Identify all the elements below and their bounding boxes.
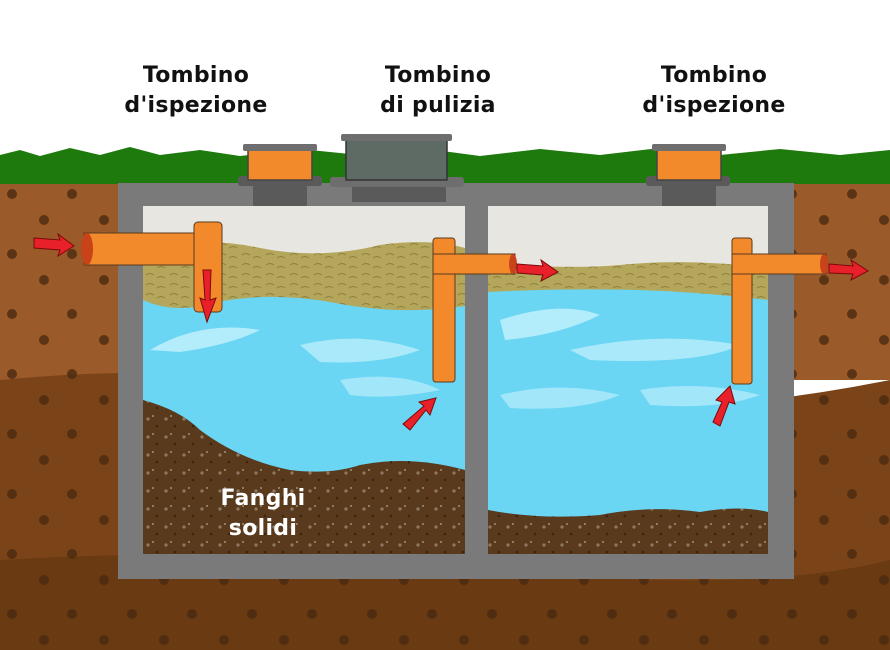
manhole-left <box>238 144 322 206</box>
label-line: d'ispezione <box>124 93 268 118</box>
label-line: Tombino <box>142 63 250 88</box>
flow-arrow-icon <box>828 258 869 282</box>
label-line: solidi <box>228 516 298 541</box>
flow-arrow-icon <box>402 397 437 431</box>
label-manhole-center: Tombino di pulizia <box>338 61 538 121</box>
label-sludge: Fanghi solidi <box>168 484 358 544</box>
water-highlight <box>300 338 420 363</box>
flow-arrow-icon <box>199 269 217 324</box>
transfer-pipe <box>432 237 517 383</box>
tank-divider-wall <box>465 206 488 578</box>
flow-arrow-icon <box>33 232 75 258</box>
label-line: Tombino <box>384 63 492 88</box>
label-manhole-left: Tombino d'ispezione <box>96 61 296 121</box>
flow-arrow-icon <box>516 258 559 283</box>
label-line: Fanghi <box>220 486 306 511</box>
water-highlight <box>150 327 260 352</box>
label-line: Tombino <box>660 63 768 88</box>
label-line: di pulizia <box>380 93 496 118</box>
label-manhole-right: Tombino d'ispezione <box>614 61 814 121</box>
outlet-pipe <box>731 237 828 385</box>
manhole-center <box>330 134 464 202</box>
inlet-pipe <box>81 221 223 313</box>
water-highlight <box>340 376 440 397</box>
water-highlight <box>570 338 740 361</box>
manhole-right <box>646 144 730 206</box>
water-highlight <box>500 308 600 340</box>
flow-arrow-icon <box>712 385 736 427</box>
water-highlight <box>500 387 620 409</box>
label-line: d'ispezione <box>642 93 786 118</box>
